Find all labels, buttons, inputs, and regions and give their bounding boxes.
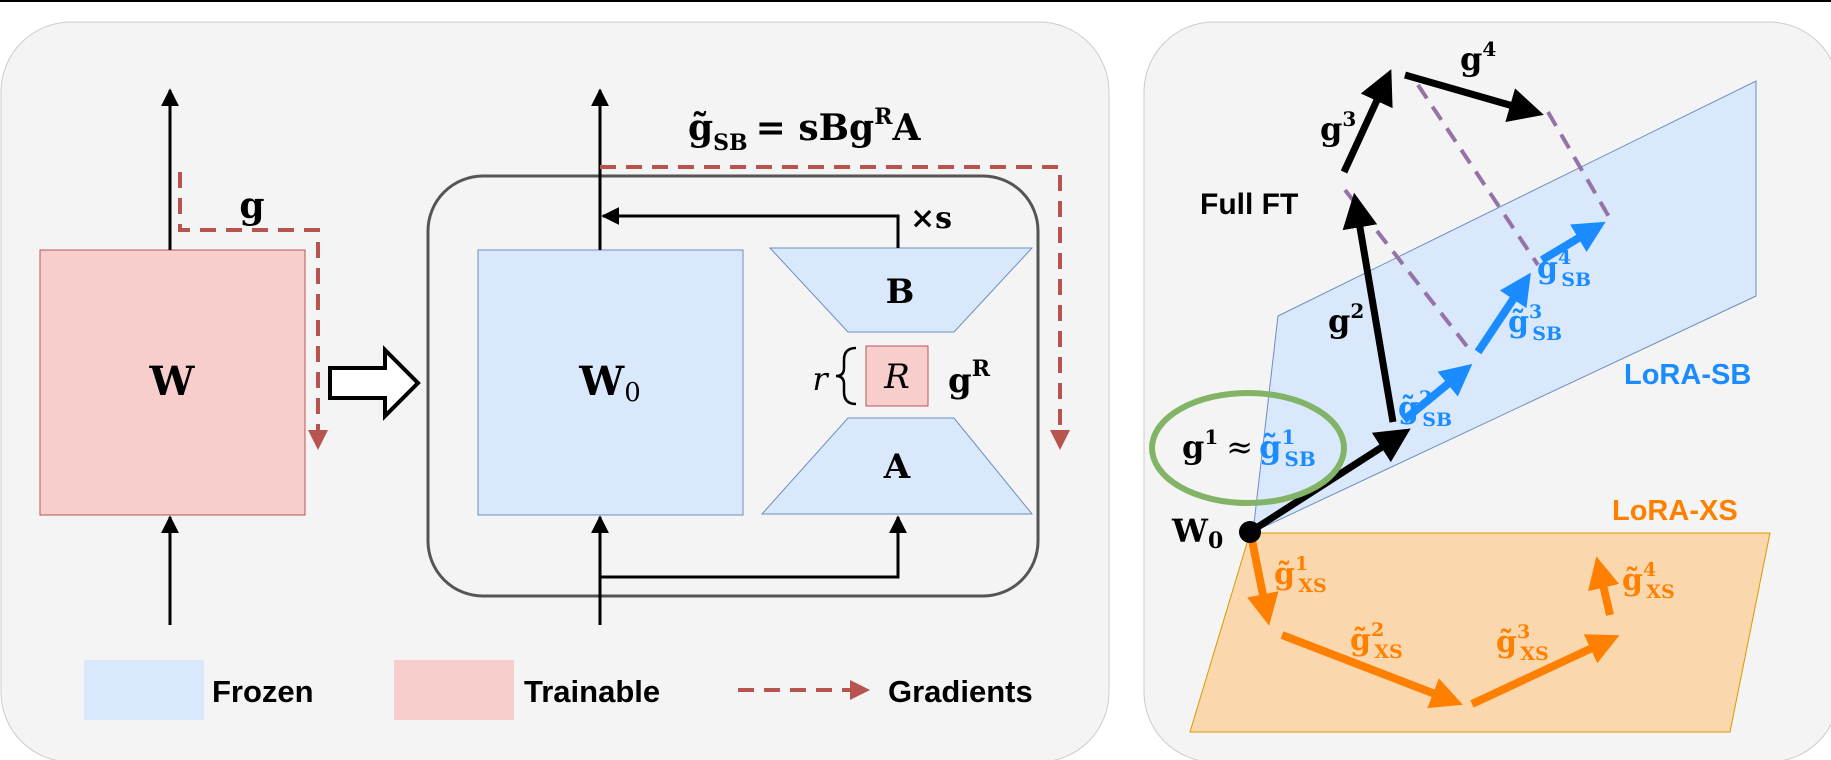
legend: Frozen Trainable Gradients bbox=[84, 660, 1033, 720]
gr-label: gR bbox=[948, 356, 991, 401]
adapter-return-arrow bbox=[601, 207, 900, 248]
full-ft-arrow-g3 bbox=[1340, 69, 1393, 174]
legend-frozen-swatch bbox=[84, 660, 204, 720]
legend-trainable-label: Trainable bbox=[524, 674, 660, 709]
w0-origin-point bbox=[1239, 521, 1261, 543]
full-ft-g2-label: g2 bbox=[1328, 299, 1364, 340]
full-ft-g3-label: g3 bbox=[1320, 107, 1356, 148]
w-matrix bbox=[39, 249, 306, 516]
xs-arrow-g3 bbox=[1470, 634, 1620, 708]
legend-frozen-label: Frozen bbox=[212, 674, 314, 709]
full-ft-arrow-g4 bbox=[1404, 71, 1544, 122]
a-input-arrow bbox=[600, 515, 907, 579]
r-matrix bbox=[865, 345, 929, 407]
a-label: A bbox=[883, 447, 911, 487]
xs-arrow-g4 bbox=[1588, 556, 1620, 616]
lora-xs-plane bbox=[1189, 532, 1771, 733]
full-ft-g4-label: g4 bbox=[1460, 37, 1496, 78]
rank-label: r bbox=[812, 360, 829, 398]
sb-arrow-g3 bbox=[1474, 272, 1531, 355]
projection-line-g3 bbox=[1416, 83, 1540, 267]
sb-arrow-g2 bbox=[1401, 363, 1473, 424]
xs-arrow-g1 bbox=[1247, 539, 1279, 626]
projection-line-g4 bbox=[1546, 110, 1614, 224]
legend-trainable-swatch bbox=[394, 660, 514, 720]
g1-highlight-ellipse bbox=[1149, 390, 1347, 506]
lora-sb-module: W0 B R r gR A ×s g̃SB= sBgRA bbox=[426, 88, 1070, 625]
w0-label: W0 bbox=[578, 358, 640, 408]
lora-sb-label: LoRA-SB bbox=[1624, 359, 1751, 391]
w0-matrix bbox=[477, 249, 744, 516]
a-matrix bbox=[760, 417, 1034, 515]
b-label: B bbox=[886, 272, 915, 312]
w-label: W bbox=[149, 358, 196, 405]
scale-label: ×s bbox=[910, 201, 952, 236]
lora-sb-path bbox=[1401, 221, 1606, 424]
rank-brace bbox=[835, 346, 857, 406]
w-block: W g bbox=[39, 88, 328, 625]
xs-arrow-g2 bbox=[1280, 631, 1463, 709]
lora-xs-label: LoRA-XS bbox=[1612, 495, 1738, 527]
b-matrix bbox=[768, 247, 1034, 333]
module-frame bbox=[426, 174, 1040, 598]
full-ft-arrow-g2 bbox=[1342, 192, 1397, 423]
w-gradient-label: g bbox=[239, 185, 264, 227]
sb-arrow-g4 bbox=[1539, 221, 1606, 264]
full-ft-label: Full FT bbox=[1200, 188, 1298, 221]
w0-origin-label: W0 bbox=[1171, 512, 1223, 554]
gradient-formula: g̃SB= sBgRA bbox=[688, 104, 922, 156]
r-label: R bbox=[883, 357, 910, 397]
w-gradient-path bbox=[178, 172, 328, 450]
legend-gradients-label: Gradients bbox=[888, 674, 1033, 709]
transform-arrow bbox=[328, 345, 421, 421]
lora-xs-path bbox=[1247, 539, 1620, 709]
